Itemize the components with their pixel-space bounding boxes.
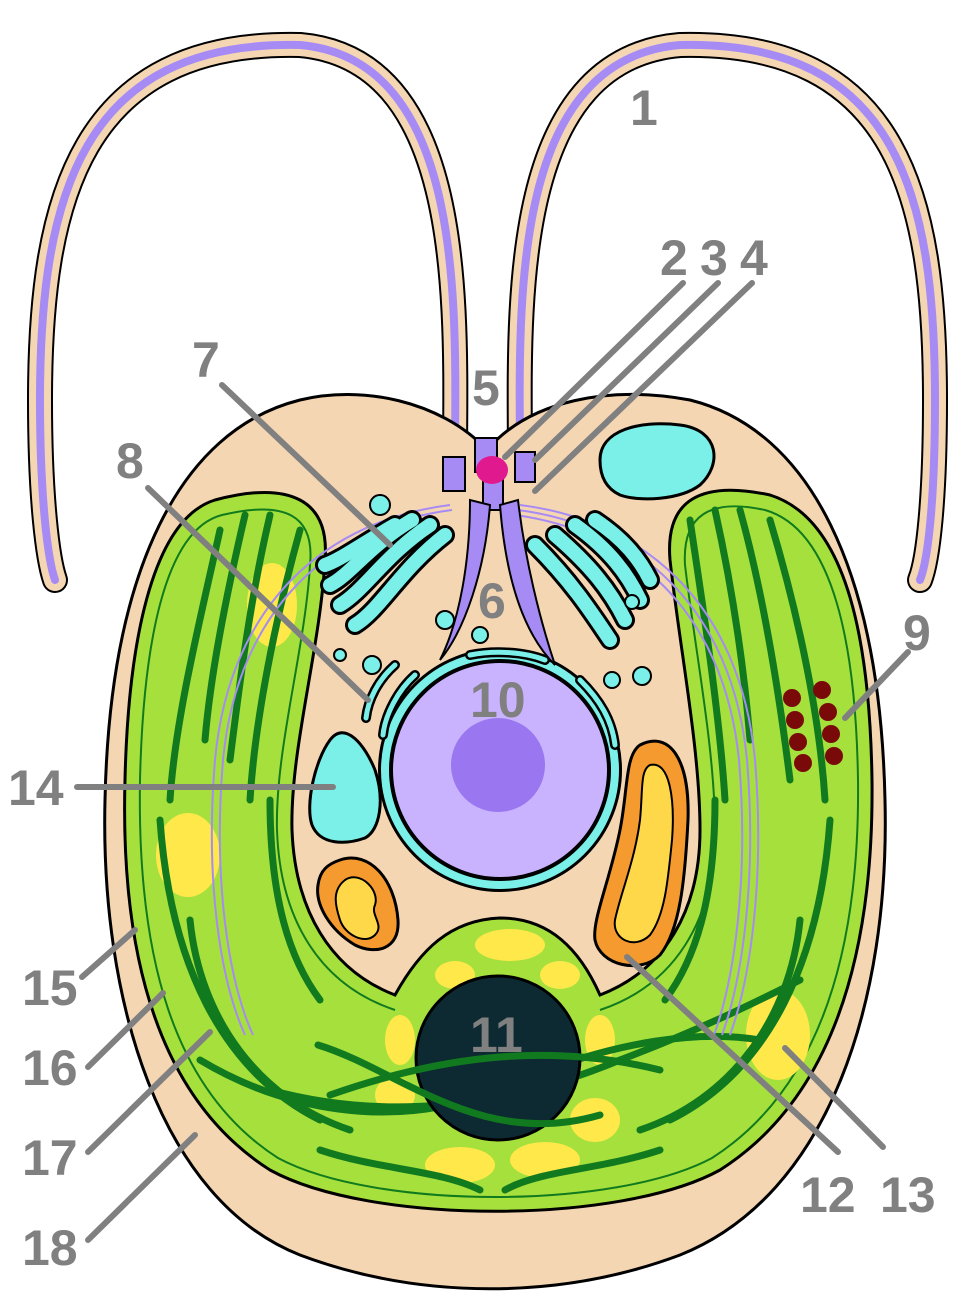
golgi-left-fill [318, 513, 452, 632]
label-15: 15 [22, 960, 78, 1016]
chloroplast-inner-membrane [138, 505, 860, 1198]
label-7: 7 [192, 332, 220, 388]
label-12: 12 [800, 1167, 856, 1223]
endoplasmic-reticulum-fill [363, 649, 618, 748]
label-11: 11 [470, 1007, 523, 1063]
vesicles [333, 494, 652, 689]
label-5: 5 [472, 360, 500, 416]
golgi-right-fill [528, 513, 657, 647]
left-flagellum-core [35, 40, 460, 584]
label-16: 16 [22, 1040, 78, 1096]
flagella [26, 31, 949, 593]
nucleolus [451, 718, 545, 812]
thylakoids [156, 506, 834, 1194]
label-4: 4 [740, 230, 768, 286]
mitochondrion-right-cristae [613, 763, 674, 944]
label-17: 17 [22, 1130, 78, 1186]
label-2: 2 [660, 230, 688, 286]
right-flagellum-core [515, 40, 940, 584]
label-3: 3 [700, 230, 728, 286]
flagellar-root-right [498, 498, 556, 666]
basal-bodies [442, 437, 536, 511]
contractile-vacuole [308, 731, 382, 844]
leader-lines [74, 280, 911, 1243]
label-10: 10 [470, 672, 526, 728]
contractile-vacuole-top [598, 422, 716, 501]
label-1: 1 [630, 80, 658, 136]
label-13: 13 [880, 1167, 936, 1223]
number-labels: 1 2 3 4 5 6 7 8 9 10 11 12 13 14 15 16 1… [8, 80, 936, 1276]
pyrenoid-thylakoids [314, 1041, 664, 1128]
label-9: 9 [903, 605, 931, 661]
rhizoplast [476, 456, 508, 484]
label-14: 14 [8, 760, 64, 816]
flagellar-root-left [439, 498, 492, 661]
eyespot [783, 681, 843, 772]
label-8: 8 [116, 433, 144, 489]
label-18: 18 [22, 1220, 78, 1276]
mitochondrion-left-cristae [334, 876, 380, 940]
label-6: 6 [478, 573, 506, 629]
